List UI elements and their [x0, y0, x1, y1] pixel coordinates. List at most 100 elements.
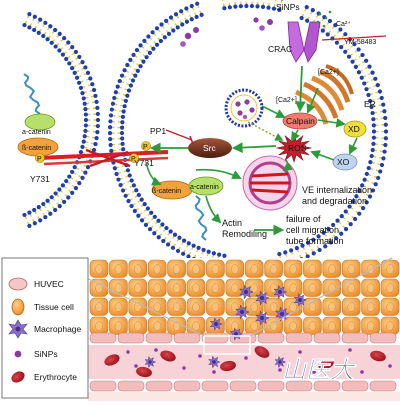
failure-text-3: tube formation — [286, 236, 344, 246]
tissue-lower — [88, 392, 400, 401]
tissue-cell — [168, 260, 186, 278]
huvec-cell — [90, 381, 116, 391]
ca2-left-label: [Ca2+] — [318, 69, 339, 76]
actin-text-1: Actin — [222, 218, 242, 228]
p-marker-1: P — [143, 144, 148, 151]
huvec-cell — [370, 333, 396, 343]
huvec-cell — [258, 333, 284, 343]
ve-vesicle — [243, 156, 297, 210]
sinp-dot — [212, 370, 216, 374]
membrane-right-cell-left — [108, 2, 227, 270]
pp1-inhibitor — [166, 130, 192, 140]
ca-label: Ca²⁺ — [336, 21, 351, 28]
tissue-cell — [303, 298, 321, 316]
huvec-cell — [146, 333, 172, 343]
tissue-cell — [168, 279, 186, 297]
huvec-cell — [90, 333, 116, 343]
tissue-cell — [90, 260, 108, 278]
tissue-cell — [323, 298, 341, 316]
sinps-cluster — [180, 17, 273, 46]
tissue-cell — [284, 260, 302, 278]
tissue-cell — [129, 279, 147, 297]
legend-erythrocyte-label: Erythrocyte — [34, 372, 77, 382]
sinp-dot — [388, 364, 392, 368]
legend-macrophage-label: Macrophage — [34, 324, 82, 334]
a-catenin-left-label: a-catenin — [22, 129, 51, 136]
tissue-cell — [206, 298, 224, 316]
crac-label: CRAC — [268, 44, 292, 54]
watermark: 山医大 — [282, 356, 357, 384]
sinp-dot — [198, 354, 202, 358]
huvec-cell — [342, 333, 368, 343]
er-label: ER — [364, 99, 376, 109]
tissue-cell — [148, 260, 166, 278]
crac-channel — [288, 22, 320, 62]
tissue-cell — [362, 279, 380, 297]
tissue-cell — [342, 279, 360, 297]
ve-text-1: VE internalization — [302, 185, 372, 195]
tissue-cell — [187, 279, 205, 297]
tissue-cell — [129, 260, 147, 278]
legend-tissue-swatch — [12, 299, 24, 315]
tissue-cell — [148, 279, 166, 297]
legend-sinps-label: SiNPs — [34, 349, 58, 359]
tissue-cell — [187, 298, 205, 316]
ym-label: YM-58483 — [344, 39, 376, 46]
tissue-cell — [303, 279, 321, 297]
tissue-cell — [265, 260, 283, 278]
tissue-cell — [303, 260, 321, 278]
sinp-dot — [360, 370, 364, 374]
legend-huvec-swatch — [9, 278, 27, 290]
tissue-cell — [381, 279, 399, 297]
sinp-dot — [244, 356, 248, 360]
ros-label: ROS — [288, 143, 307, 153]
tissue-cell — [109, 317, 127, 335]
failure-text-1: failure of — [286, 214, 321, 224]
huvec-cell — [174, 381, 200, 391]
xd-label: XD — [348, 124, 360, 134]
ve-text-2: and degradation — [302, 196, 367, 206]
y731-right-label: Y731 — [134, 158, 154, 168]
tissue-cell — [381, 298, 399, 316]
tissue-cell — [90, 298, 108, 316]
huvec-cell — [118, 333, 144, 343]
b-catenin-left-label: ß-catenin — [22, 145, 51, 152]
y731-left-label: Y731 — [30, 174, 50, 184]
tissue-cell — [362, 260, 380, 278]
xo-label: XO — [337, 157, 350, 167]
p-left: P — [37, 156, 42, 163]
sinp-dot — [348, 348, 352, 352]
b-catenin-right-label: ß-catenin — [152, 188, 181, 195]
tissue-cell — [168, 298, 186, 316]
sinp-dot — [298, 350, 302, 354]
tissue-cell — [129, 317, 147, 335]
tissue-cell — [206, 260, 224, 278]
calpain-label: Calpain — [286, 116, 315, 126]
pp1-label: PP1 — [150, 126, 166, 136]
legend-sinps-swatch — [15, 351, 22, 358]
sinp-dot — [154, 348, 158, 352]
src-label: Src — [203, 143, 217, 153]
tissue-cell — [284, 317, 302, 335]
huvec-cell — [202, 333, 228, 343]
tissue-cell — [284, 279, 302, 297]
tissue-cell — [362, 298, 380, 316]
huvec-cell — [370, 381, 396, 391]
membrane-right-cell-top — [220, 0, 284, 12]
tissue-cell — [148, 317, 166, 335]
tissue-cell — [342, 298, 360, 316]
huvec-cell — [202, 381, 228, 391]
tissue-cell — [303, 317, 321, 335]
huvec-cell — [118, 381, 144, 391]
tissue-cell — [109, 298, 127, 316]
tissue-cell — [206, 279, 224, 297]
tissue-cell — [245, 260, 263, 278]
a-catenin-right-label: a-catenin — [190, 184, 219, 191]
tissue-cell — [381, 317, 399, 335]
tissue-cell — [187, 260, 205, 278]
huvec-cell — [146, 381, 172, 391]
tissue-cell — [342, 317, 360, 335]
tissue-cell — [323, 317, 341, 335]
